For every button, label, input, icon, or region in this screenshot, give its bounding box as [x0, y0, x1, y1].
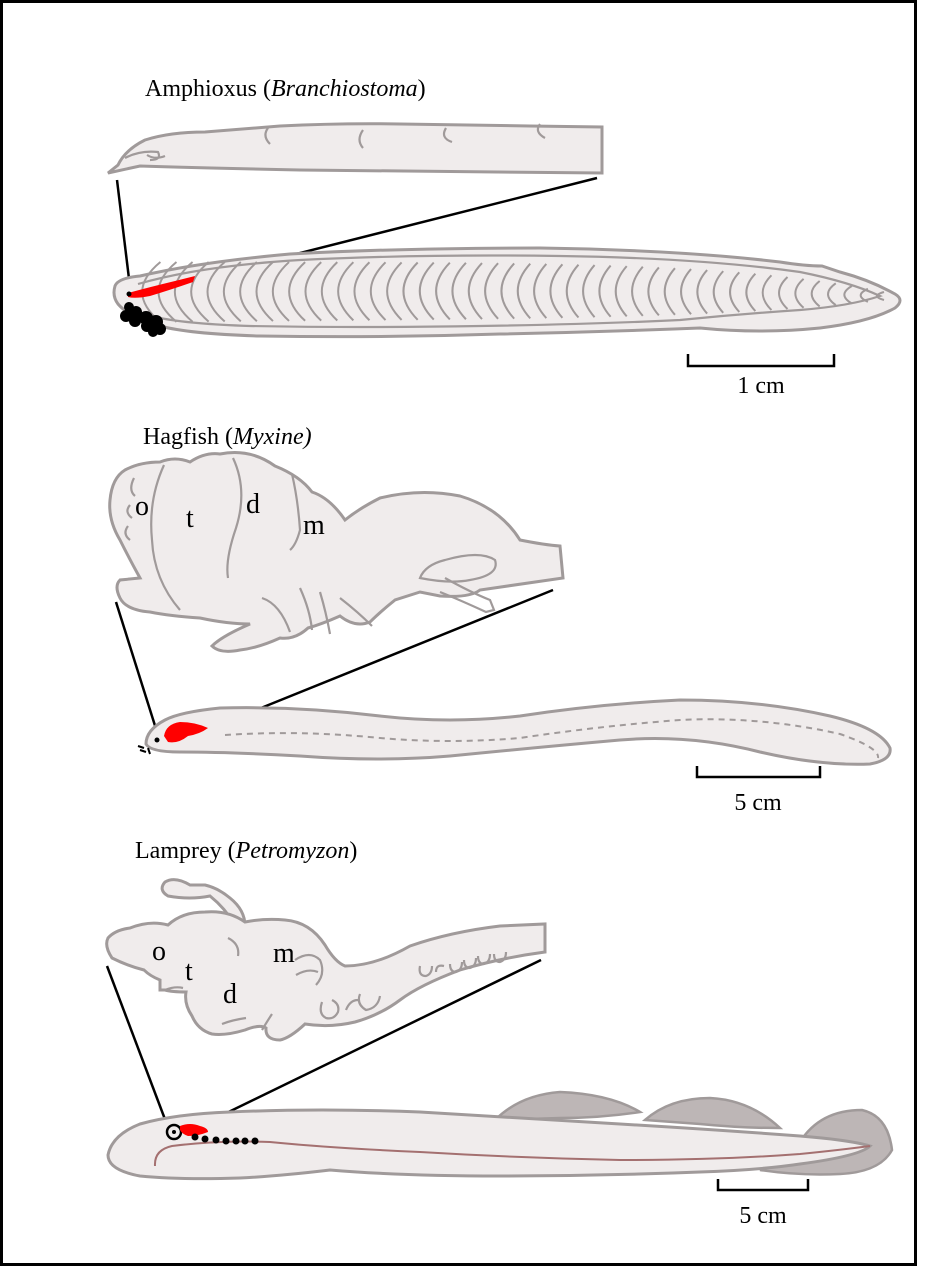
amphioxus-title: Amphioxus (Branchiostoma) — [145, 76, 426, 102]
amphioxus-eyespot — [127, 292, 132, 297]
lamprey-region-m: m — [273, 938, 295, 969]
hagfish-scale-label: 5 cm — [734, 790, 782, 816]
lamprey-region-d: d — [223, 979, 237, 1010]
hagfish-region-t: t — [186, 503, 194, 534]
lamprey-scale-label: 5 cm — [739, 1203, 787, 1229]
amphioxus-body — [114, 248, 900, 337]
lamprey-title: Lamprey (Petromyzon) — [135, 838, 357, 864]
hagfish-region-m: m — [303, 510, 325, 541]
lamprey-region-t: t — [185, 956, 193, 987]
hagfish-region-d: d — [246, 489, 260, 520]
lamprey-region-o: o — [152, 936, 166, 967]
hagfish-region-o: o — [135, 491, 149, 522]
amphioxus-scale-label: 1 cm — [737, 373, 785, 399]
hagfish-title: Hagfish (Myxine) — [143, 424, 312, 450]
